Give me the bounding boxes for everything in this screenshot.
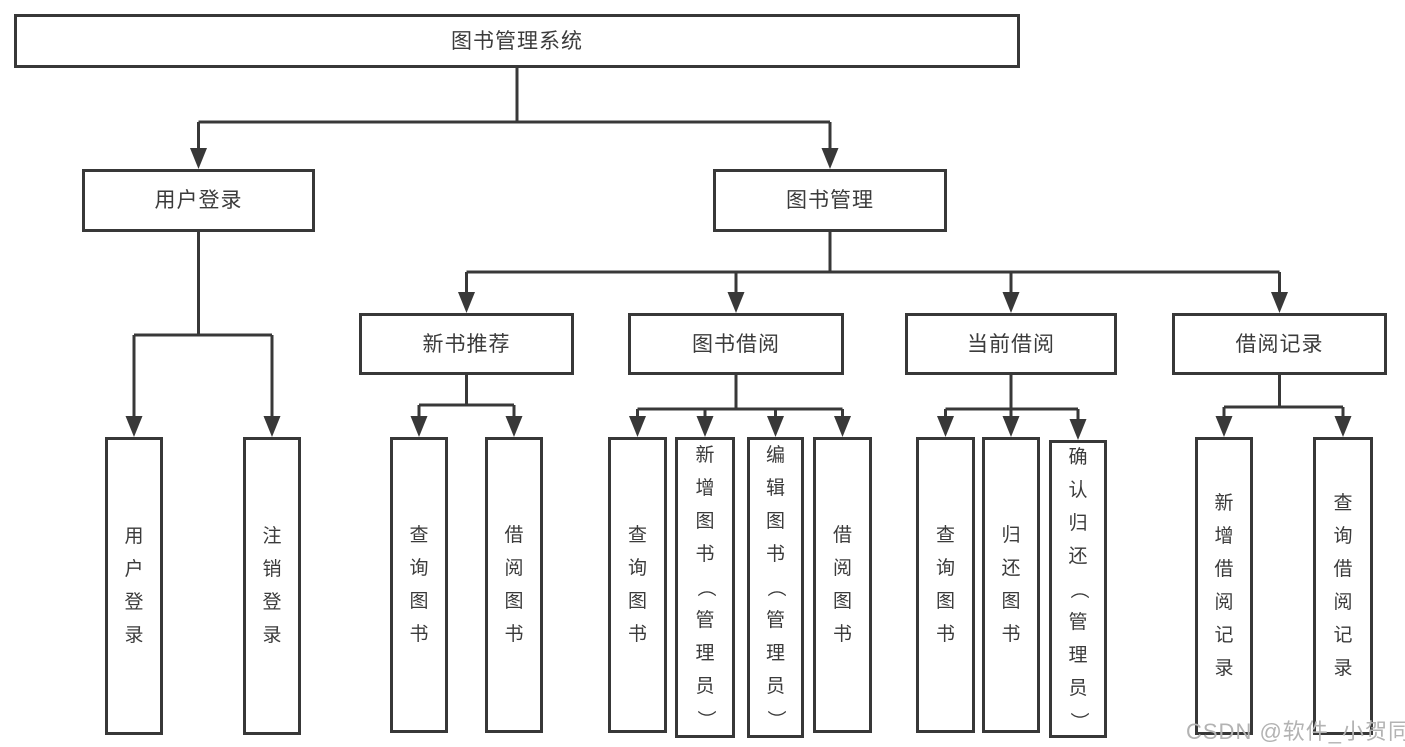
node-label: 当前借阅: [967, 332, 1055, 356]
node-label: 注销登录: [262, 526, 282, 646]
node-label: 新书推荐: [422, 332, 511, 356]
node-label: 借阅图书: [833, 525, 853, 645]
node-label: 查询图书: [936, 525, 956, 645]
node-br-add: 新增借阅记录: [1195, 437, 1253, 735]
node-bb-borrow: 借阅图书: [813, 437, 872, 733]
node-nbr-query: 查询图书: [390, 437, 448, 733]
node-label: 借阅记录: [1235, 332, 1324, 356]
node-label: 确认归还（管理员）: [1067, 446, 1089, 731]
node-label: 用户登录: [154, 189, 243, 212]
node-label: 图书借阅: [692, 332, 780, 356]
node-label: 新增图书（管理员）: [694, 445, 716, 730]
node-login: 用户登录: [105, 437, 163, 735]
node-nbr-borrow: 借阅图书: [485, 437, 543, 733]
node-label: 查询图书: [628, 525, 648, 645]
node-label: 图书管理: [786, 189, 874, 212]
watermark: CSDN @软件_小贺同学: [1186, 719, 1405, 744]
node-br-query: 查询借阅记录: [1313, 437, 1373, 735]
node-cb-confirm: 确认归还（管理员）: [1049, 440, 1107, 738]
node-book-borrow: 图书借阅: [628, 313, 844, 375]
node-current-borrow: 当前借阅: [905, 313, 1117, 375]
node-new-book-rec: 新书推荐: [359, 313, 574, 375]
node-label: 用户登录: [124, 526, 144, 646]
node-cb-query: 查询图书: [916, 437, 975, 733]
node-root: 图书管理系统: [14, 14, 1020, 68]
node-bb-add: 新增图书（管理员）: [675, 437, 735, 738]
node-book-mgmt: 图书管理: [713, 169, 947, 232]
node-label: 查询借阅记录: [1333, 493, 1353, 679]
node-logout: 注销登录: [243, 437, 301, 735]
node-user-login: 用户登录: [82, 169, 315, 232]
node-label: 查询图书: [409, 525, 429, 645]
node-bb-edit: 编辑图书（管理员）: [747, 437, 804, 738]
node-label: 图书管理系统: [451, 29, 583, 53]
node-label: 借阅图书: [504, 525, 524, 645]
node-bb-query: 查询图书: [608, 437, 667, 733]
node-label: 归还图书: [1001, 525, 1021, 645]
node-cb-return: 归还图书: [982, 437, 1040, 733]
node-label: 新增借阅记录: [1214, 493, 1234, 679]
node-borrow-records: 借阅记录: [1172, 313, 1387, 375]
node-label: 编辑图书（管理员）: [765, 445, 786, 730]
